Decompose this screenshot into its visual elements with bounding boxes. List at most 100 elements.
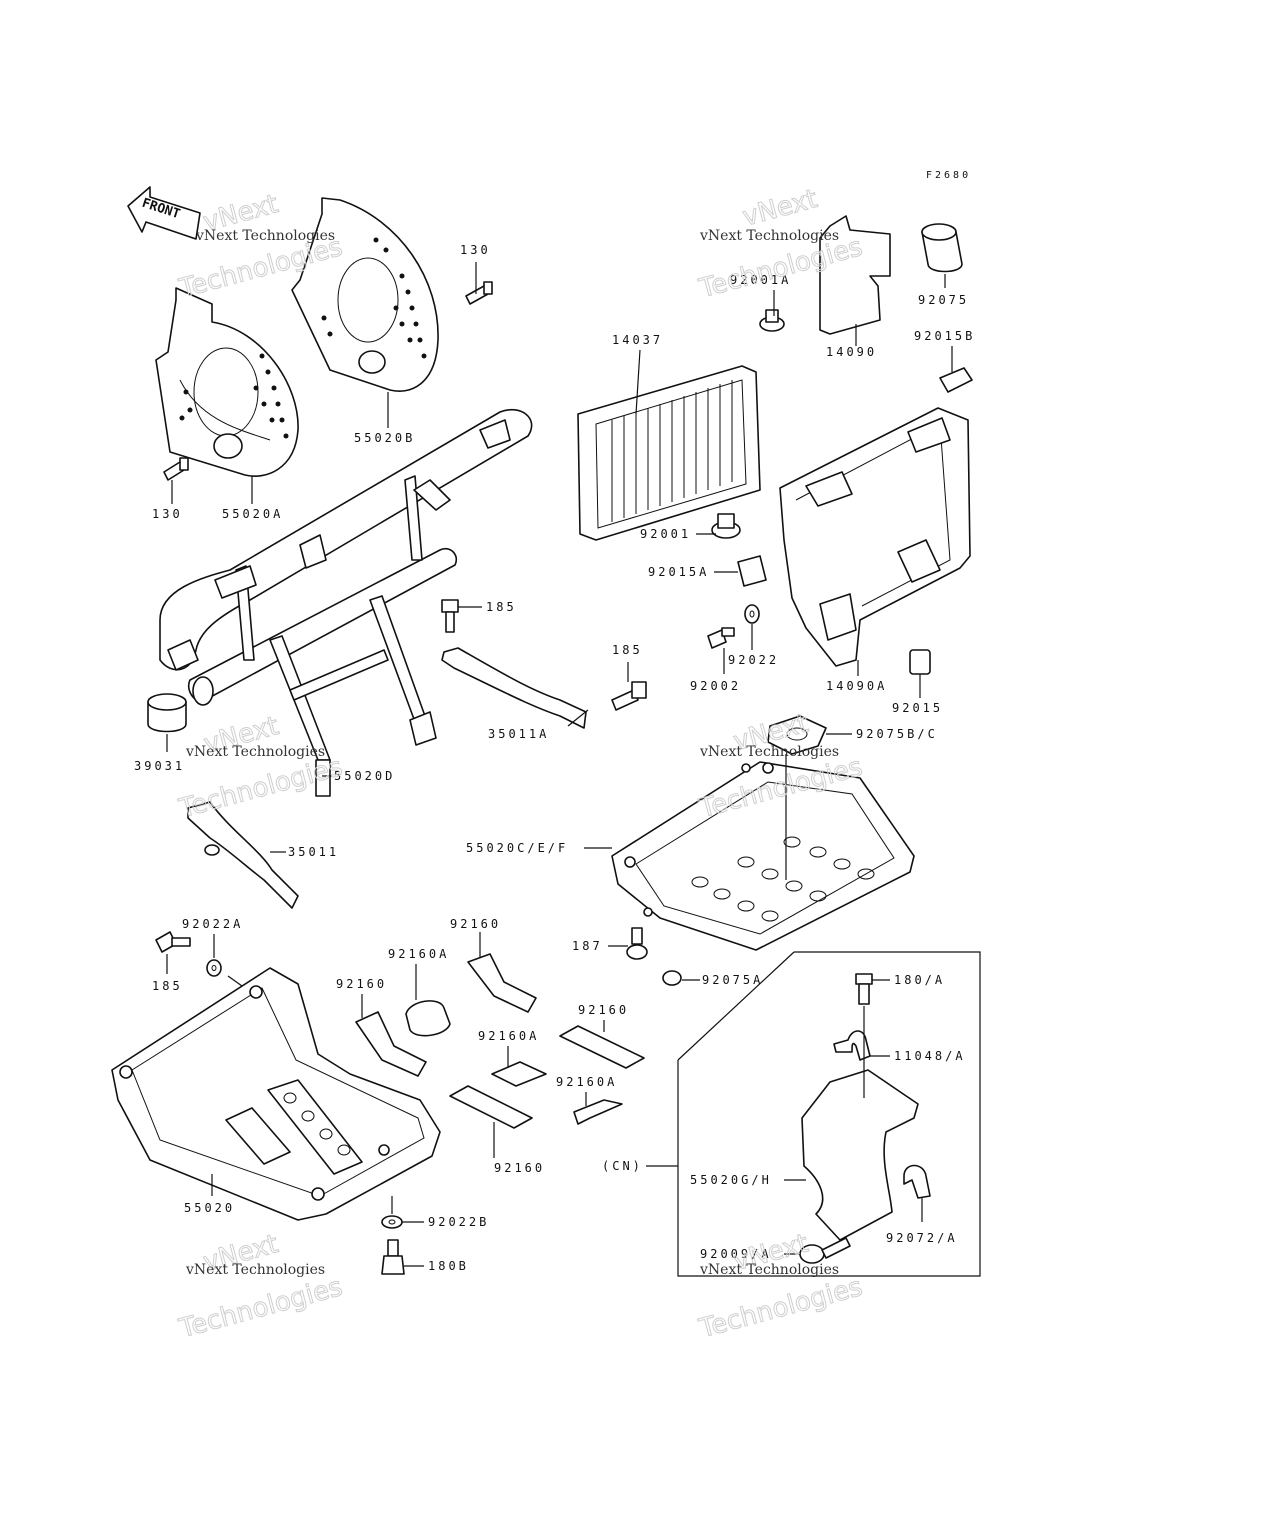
label-55020: 55020 xyxy=(184,1201,235,1215)
watermark-text-top-left: vNext Technologies xyxy=(195,228,335,244)
label-92160-d: 92160 xyxy=(494,1161,545,1175)
bolt-185-lower xyxy=(155,931,191,953)
label-180b: 180B xyxy=(428,1259,469,1273)
bolt-187 xyxy=(626,927,648,960)
label-14090: 14090 xyxy=(826,345,877,359)
watermark-mid-left: vNext Technologies xyxy=(175,711,346,825)
label-39031: 39031 xyxy=(134,759,185,773)
clip-92015b xyxy=(939,367,973,393)
bolt-185-upper xyxy=(441,599,459,633)
label-92160a-c: 92160A xyxy=(556,1075,617,1089)
pad-92160a-b xyxy=(491,1061,547,1087)
label-130-left: 130 xyxy=(152,507,183,521)
wing-bolt-92002 xyxy=(707,627,735,649)
cn-variant-box xyxy=(677,951,981,1277)
watermark-text-mid-right: vNext Technologies xyxy=(699,744,839,760)
label-14090a: 14090A xyxy=(826,679,887,693)
front-bumper-frame xyxy=(159,408,533,797)
bracket-35011a xyxy=(441,647,587,729)
label-cn: (CN) xyxy=(602,1159,643,1173)
clamp-92072a xyxy=(903,1164,931,1199)
watermark-text-bottom-left: vNext Technologies xyxy=(185,1262,325,1278)
label-55020cef: 55020C/E/F xyxy=(466,841,568,855)
bolt-92009a xyxy=(799,1237,851,1264)
label-92160-c: 92160 xyxy=(578,1003,629,1017)
bolt-92001a xyxy=(759,309,785,332)
label-35011a: 35011A xyxy=(488,727,549,741)
label-92075a: 92075A xyxy=(702,973,763,987)
label-11048a: 11048/A xyxy=(894,1049,966,1063)
grommet-92075bc xyxy=(767,715,827,755)
end-cap-39031 xyxy=(147,693,187,733)
shroud-14090a xyxy=(779,407,971,667)
svg-text:Technologies: Technologies xyxy=(176,1272,346,1344)
label-92015: 92015 xyxy=(892,701,943,715)
bolt-130-left xyxy=(163,457,189,481)
label-55020b: 55020B xyxy=(354,431,415,445)
label-187: 187 xyxy=(572,939,603,953)
washer-92022b xyxy=(381,1215,403,1229)
label-35011: 35011 xyxy=(288,845,339,859)
pad-92160-a xyxy=(467,953,537,1013)
label-180a: 180/A xyxy=(894,973,945,987)
label-92002: 92002 xyxy=(690,679,741,693)
label-92022a: 92022A xyxy=(182,917,243,931)
bolt-180a xyxy=(855,973,873,1005)
label-14037: 14037 xyxy=(612,333,663,347)
pad-92160a-a xyxy=(405,1000,451,1037)
label-92015a: 92015A xyxy=(648,565,709,579)
label-92009a: 92009/A xyxy=(700,1247,772,1261)
label-92160a-b: 92160A xyxy=(478,1029,539,1043)
label-92001: 92001 xyxy=(640,527,691,541)
label-92075: 92075 xyxy=(918,293,969,307)
washer-92022 xyxy=(744,604,760,624)
clip-92015 xyxy=(909,649,931,675)
label-92160-a: 92160 xyxy=(450,917,501,931)
watermark-bottom-left: vNext Technologies xyxy=(175,1229,346,1345)
svg-text:Technologies: Technologies xyxy=(696,1272,866,1344)
washer-92022a xyxy=(206,959,222,977)
grommet-92075a xyxy=(662,970,682,986)
label-130-top: 130 xyxy=(460,243,491,257)
bolt-180b xyxy=(381,1239,405,1275)
bolt-130-top xyxy=(465,281,493,305)
label-92022: 92022 xyxy=(728,653,779,667)
sleeve-92075 xyxy=(921,223,963,273)
label-92072a: 92072/A xyxy=(886,1231,958,1245)
label-185-right: 185 xyxy=(612,643,643,657)
pad-92160a-c xyxy=(573,1099,623,1125)
label-92075bc: 92075B/C xyxy=(856,727,938,741)
clip-92015a xyxy=(737,555,767,587)
label-92015b: 92015B xyxy=(914,329,975,343)
clamp-11048a xyxy=(833,1030,871,1061)
radiator-core-14037 xyxy=(577,365,761,541)
disc-guard-55020a xyxy=(155,287,299,477)
label-92022b: 92022B xyxy=(428,1215,489,1229)
part-labels: 130 130 55020A 55020B 14037 92001A 14090… xyxy=(134,243,975,1273)
disc-guard-55020b xyxy=(291,197,439,392)
label-55020a: 55020A xyxy=(222,507,283,521)
bolt-185-right xyxy=(611,681,647,711)
bolt-92001 xyxy=(711,513,741,539)
skid-plate-55020cef xyxy=(611,761,915,951)
watermark-text-top-right: vNext Technologies xyxy=(699,228,839,244)
figure-code: F2680 xyxy=(926,170,971,181)
pad-92160-d xyxy=(449,1085,533,1129)
cover-55020gh xyxy=(801,1069,919,1241)
svg-text:vNext: vNext xyxy=(740,184,821,233)
watermark-text-bottom-right: vNext Technologies xyxy=(699,1262,839,1278)
front-arrow-icon: FRONT xyxy=(127,186,201,240)
label-55020gh: 55020G/H xyxy=(690,1173,772,1187)
label-185-upper: 185 xyxy=(486,600,517,614)
label-185-lower: 185 xyxy=(152,979,183,993)
label-55020d: 55020D xyxy=(334,769,395,783)
radiator-cover-14090 xyxy=(819,215,891,335)
label-92160-b: 92160 xyxy=(336,977,387,991)
pad-92160-c xyxy=(559,1025,645,1069)
pad-92160-b xyxy=(355,1011,427,1077)
label-92160a-a: 92160A xyxy=(388,947,449,961)
label-92001a: 92001A xyxy=(730,273,791,287)
leader-lines xyxy=(166,262,953,1267)
watermark-text-mid-left: vNext Technologies xyxy=(185,744,325,760)
